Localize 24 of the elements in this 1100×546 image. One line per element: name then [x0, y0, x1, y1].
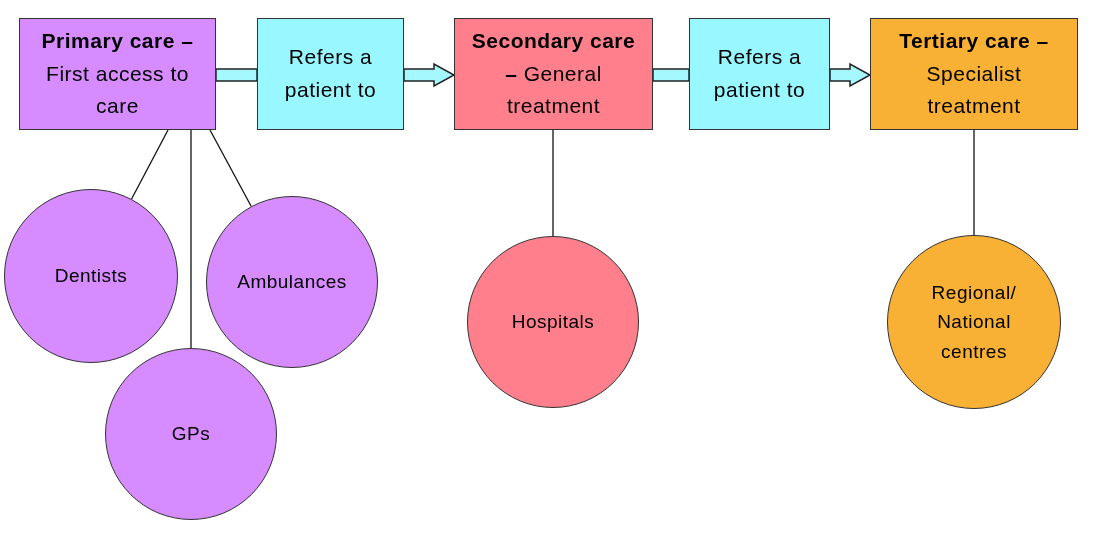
block-arrow [215, 68, 258, 82]
node-text: Refers a patient to [283, 44, 378, 103]
node-text: Tertiary care – Specialist treatment [898, 28, 1050, 120]
node-text: GPs [171, 422, 211, 447]
node-text: Ambulances [237, 270, 347, 295]
process-box [689, 18, 830, 130]
block-arrow [829, 62, 872, 88]
node-text: Secondary care – General treatment [470, 28, 637, 120]
connector-line [973, 129, 975, 236]
node-text: Hospitals [511, 310, 595, 335]
process-box [454, 18, 653, 130]
process-box [870, 18, 1078, 130]
block-arrow [652, 68, 690, 82]
connector-line [130, 129, 169, 200]
connector-line [552, 129, 554, 237]
process-box [19, 18, 216, 130]
connector-line [209, 129, 252, 207]
process-box [257, 18, 404, 130]
node-text: Primary care – First access to care [40, 28, 195, 120]
node-text: Dentists [54, 264, 128, 289]
block-arrow [403, 62, 456, 88]
node-text: Refers a patient to [712, 44, 807, 103]
connector-line [190, 129, 192, 349]
node-text: Regional/ National centres [930, 280, 1018, 364]
